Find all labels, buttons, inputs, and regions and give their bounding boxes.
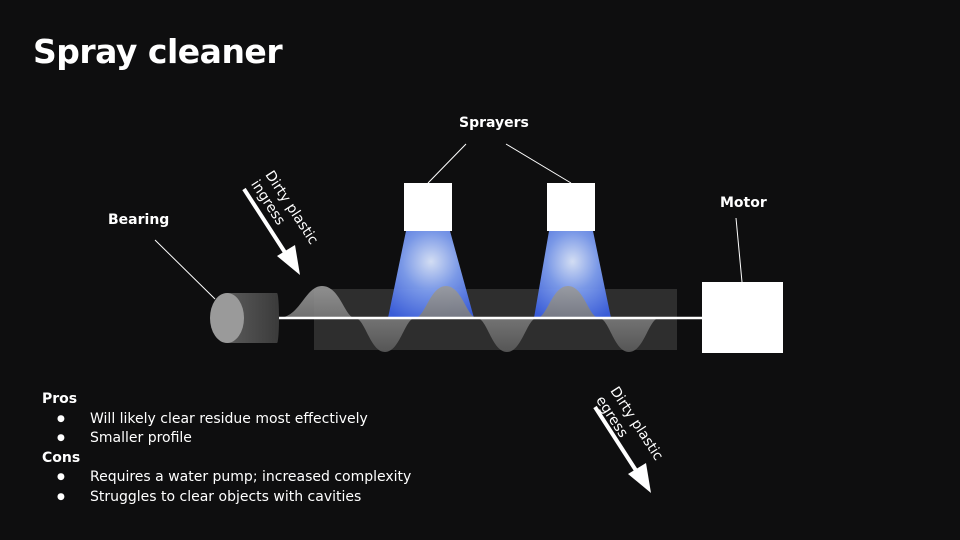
sprayers-leader-right <box>505 143 572 184</box>
auger-wave <box>278 286 659 352</box>
slide-title: Spray cleaner <box>33 32 283 71</box>
motor-box <box>702 282 783 353</box>
sprayers-label: Sprayers <box>459 115 529 131</box>
bearing-shape <box>210 293 279 343</box>
motor-leader <box>735 217 743 283</box>
cons-heading: Cons <box>42 449 81 466</box>
ingress-arrow <box>242 187 300 275</box>
bearing-label: Bearing <box>108 212 170 228</box>
pros-heading: Pros <box>42 391 78 407</box>
pros-cons-list: Pros Will likely clear residue most effe… <box>42 390 411 507</box>
cons-list: Requires a water pump; increased complex… <box>42 468 411 507</box>
cons-item: Requires a water pump; increased complex… <box>42 468 411 488</box>
bearing-leader <box>154 239 216 300</box>
pros-list: Will likely clear residue most effective… <box>42 410 411 449</box>
sprayer-box-right <box>547 183 595 231</box>
sprayers-leader-left <box>427 143 467 184</box>
sprayer-box-left <box>404 183 452 231</box>
pros-item: Will likely clear residue most effective… <box>42 410 411 430</box>
pros-item: Smaller profile <box>42 429 411 449</box>
egress-arrow <box>593 405 651 493</box>
motor-label: Motor <box>720 195 767 211</box>
cons-item: Struggles to clear objects with cavities <box>42 488 411 508</box>
spray-cone-right <box>534 231 611 318</box>
